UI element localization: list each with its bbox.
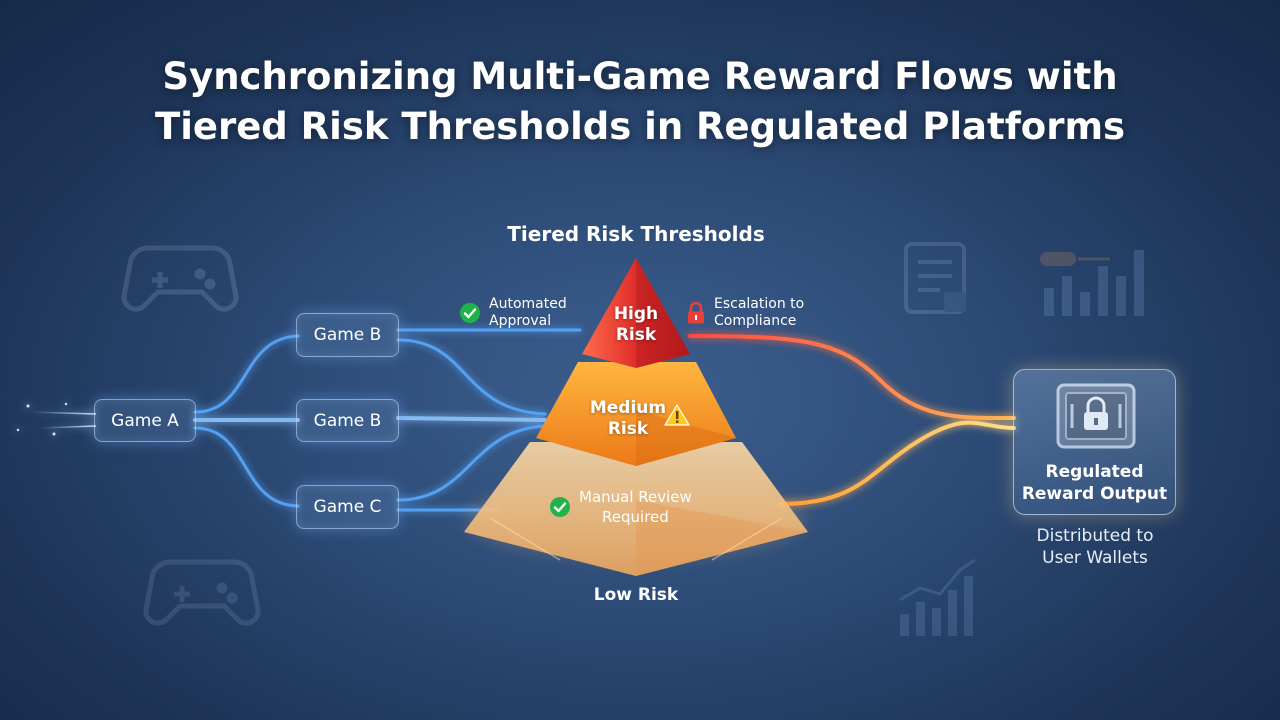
page-title: Synchronizing Multi-Game Reward Flows wi… — [0, 52, 1280, 152]
annotation-automated-approval: Automated Approval — [459, 296, 567, 330]
output-label: Regulated Reward Output — [1013, 461, 1176, 505]
node-game-b-top[interactable]: Game B — [296, 313, 399, 357]
incoming-stream — [10, 402, 97, 436]
gamepad-icon — [143, 559, 261, 626]
annotation-escalation: Escalation to Compliance — [686, 296, 804, 330]
lock-icon — [688, 301, 704, 324]
node-game-b-mid[interactable]: Game B — [296, 399, 399, 442]
tier-low-label: Low Risk — [593, 585, 679, 605]
title-line-2: Tiered Risk Thresholds in Regulated Plat… — [154, 105, 1126, 148]
node-game-b-top-label: Game B — [313, 325, 382, 345]
title-line-1: Synchronizing Multi-Game Reward Flows wi… — [162, 55, 1118, 98]
output-line-2: Reward Output — [1021, 484, 1168, 504]
escalation-line-1: Escalation to — [714, 296, 805, 312]
tier-medium — [536, 362, 736, 466]
blue-flows — [193, 328, 582, 512]
risk-pyramid — [464, 258, 808, 576]
vault-lock-icon — [1056, 383, 1136, 449]
output-line-1: Regulated — [1045, 462, 1144, 482]
gamepad-icon — [121, 245, 239, 312]
distribution-line-2: User Wallets — [1042, 548, 1148, 568]
node-game-a-label: Game A — [111, 410, 179, 431]
output-box[interactable] — [1013, 369, 1176, 515]
annotation-manual-review: Manual Review Required — [549, 487, 692, 527]
tier-low — [464, 442, 808, 576]
tier-high-line-2: Risk — [615, 325, 657, 345]
node-game-c-label: Game C — [313, 497, 382, 517]
manual-line-1: Manual Review — [579, 488, 692, 506]
node-game-b-mid-label: Game B — [313, 410, 382, 431]
distribution-note: Distributed to User Wallets — [1000, 525, 1190, 569]
tier-high — [582, 258, 690, 368]
warning-icon — [664, 403, 690, 426]
check-circle-icon — [550, 497, 570, 517]
tier-high-line-1: High — [613, 304, 659, 324]
bar-chart-icon — [899, 558, 976, 636]
document-icon — [904, 242, 966, 314]
distribution-line-1: Distributed to — [1036, 526, 1154, 546]
node-game-a[interactable]: Game A — [94, 399, 196, 442]
pyramid-heading: Tiered Risk Thresholds — [507, 222, 765, 246]
escalation-line-2: Compliance — [714, 313, 797, 329]
node-game-c[interactable]: Game C — [296, 485, 399, 529]
tier-medium-label: Medium Risk — [566, 398, 690, 440]
tier-medium-line-1: Medium — [589, 398, 667, 418]
automated-line-1: Automated — [489, 296, 567, 312]
manual-line-2: Required — [602, 508, 669, 526]
tier-high-label: High Risk — [586, 304, 686, 346]
check-circle-icon — [460, 303, 480, 323]
automated-line-2: Approval — [489, 313, 552, 329]
bar-chart-icon — [1040, 250, 1144, 316]
tier-medium-line-2: Risk — [607, 419, 649, 439]
output-flows — [688, 334, 1017, 506]
